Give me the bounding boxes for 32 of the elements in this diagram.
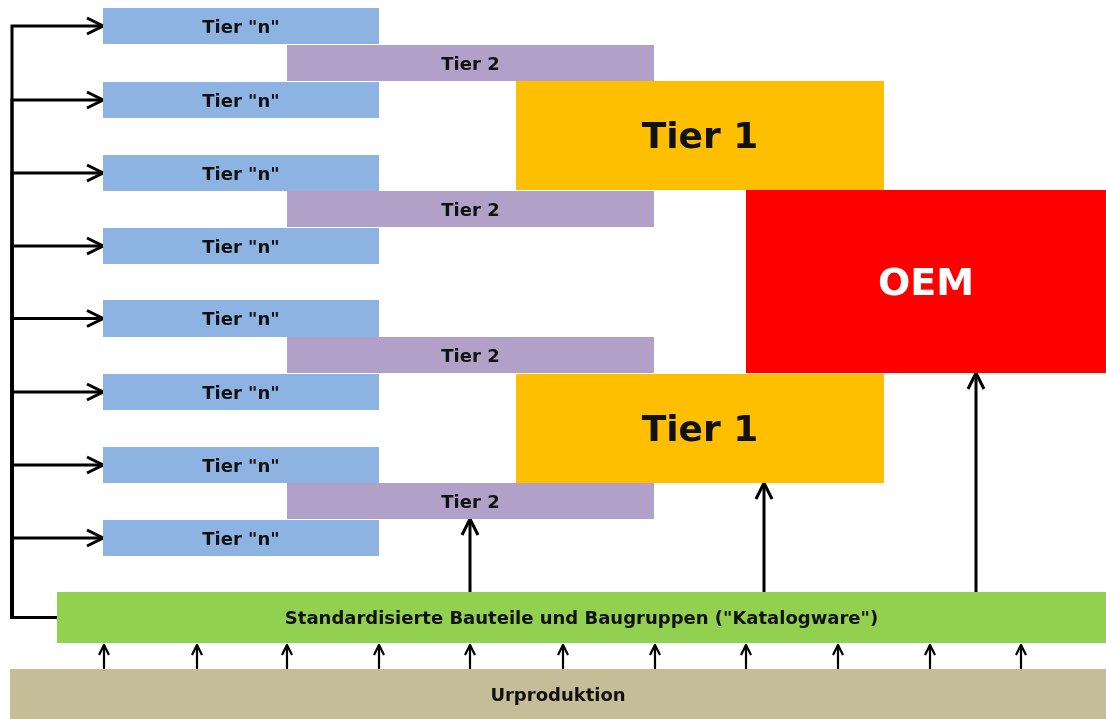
raw-production-bar: Urproduktion (10, 669, 1106, 719)
arrow (1014, 643, 1028, 669)
arrow (372, 643, 386, 669)
tier-2-box: Tier 2 (287, 191, 654, 227)
tier-n-box: Tier "n" (103, 155, 379, 191)
tier-2-box: Tier 2 (287, 483, 654, 519)
tier-n-box: Tier "n" (103, 300, 379, 337)
arrow (463, 643, 477, 669)
arrow (966, 371, 986, 592)
oem-box: OEM (746, 190, 1106, 373)
tier-1-box: Tier 1 (516, 374, 884, 483)
tier-n-box: Tier "n" (103, 447, 379, 483)
tier-n-box: Tier "n" (103, 228, 379, 264)
tier-2-box: Tier 2 (287, 45, 654, 81)
arrow (556, 643, 570, 669)
tier-n-box: Tier "n" (103, 374, 379, 410)
tier-1-box: Tier 1 (516, 81, 884, 190)
arrow (739, 643, 753, 669)
arrow (280, 643, 294, 669)
arrow (648, 643, 662, 669)
tier-n-box: Tier "n" (103, 8, 379, 44)
arrow (754, 481, 774, 592)
arrow (460, 517, 480, 592)
arrow (831, 643, 845, 669)
tier-n-box: Tier "n" (103, 520, 379, 556)
standard-parts-bar: Standardisierte Bauteile und Baugruppen ("Katalogware") (57, 592, 1106, 643)
tier-n-box: Tier "n" (103, 82, 379, 118)
arrow (923, 643, 937, 669)
tier-2-box: Tier 2 (287, 337, 654, 373)
arrow (190, 643, 204, 669)
arrow (10, 528, 105, 619)
arrow (97, 643, 111, 669)
